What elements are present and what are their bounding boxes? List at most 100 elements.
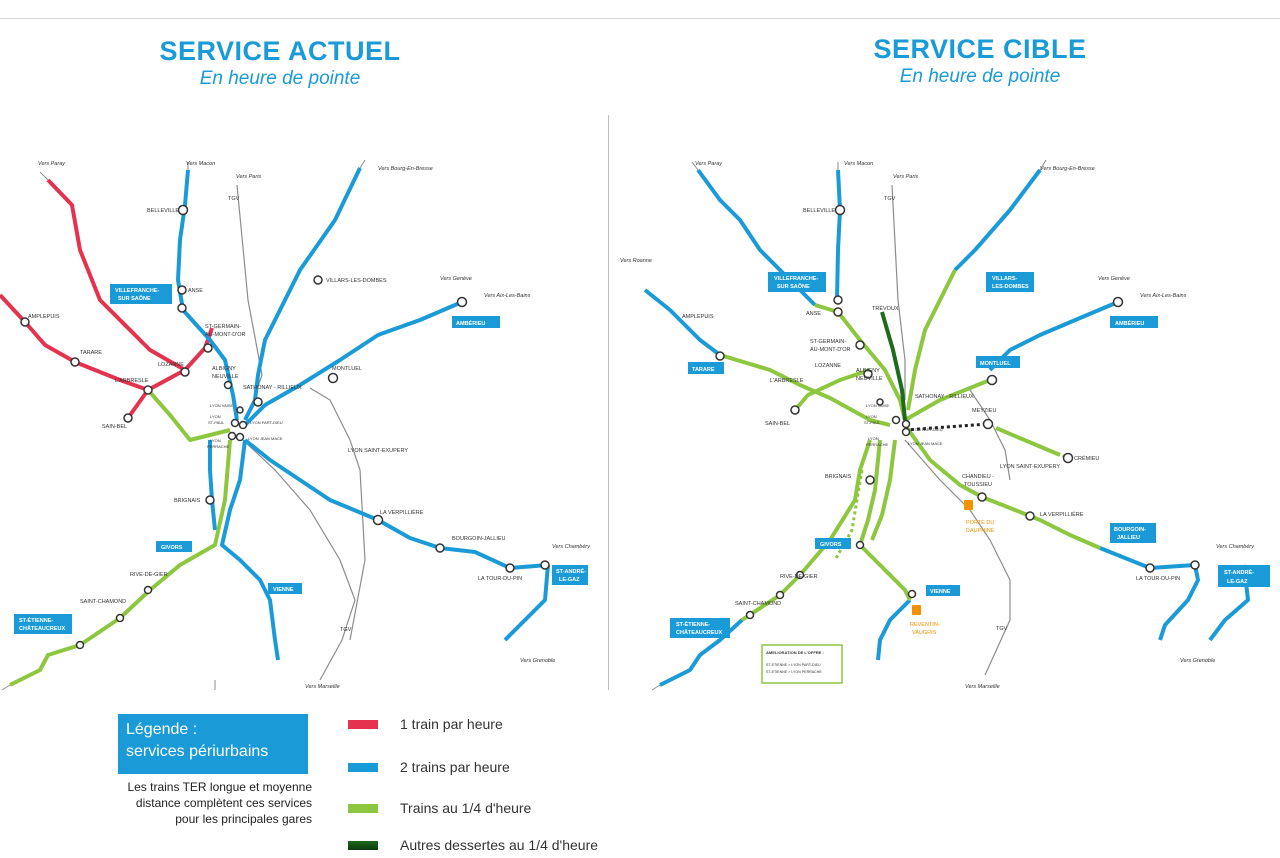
station-boxes	[670, 272, 1270, 638]
station-circles	[20, 204, 550, 650]
dark-green-line	[880, 311, 907, 421]
label-lyon-st-paul-1: LYON	[866, 414, 877, 419]
legend-swatch-blue	[348, 762, 378, 772]
label-saint-exupery: LYON SAINT-EXUPERY	[1000, 464, 1060, 470]
label-lyon-jean-mace: LYON JEAN MACE	[248, 436, 283, 441]
label-bourgoin-2: JALLIEU	[1117, 535, 1140, 541]
label-vers-roanne: Vers Roanne	[620, 258, 652, 264]
label-anse: ANSE	[188, 288, 203, 294]
label-tarare: TARARE	[80, 350, 102, 356]
label-vers-bourg: Vers Bourg-En-Bresse	[378, 166, 433, 172]
label-vers-geneve: Vers Genève	[440, 276, 472, 282]
label-st-andre-1: ST-ANDRÉ-	[556, 567, 586, 575]
label-vers-geneve: Vers Genève	[1098, 276, 1130, 282]
label-givors: GIVORS	[161, 545, 183, 551]
label-vers-chambery: Vers Chambéry	[1216, 544, 1255, 550]
label-albigny-1: ALBIGNY	[856, 368, 880, 374]
label-vers-paris: Vers Paris	[236, 174, 261, 180]
label-lyon-jean-mace: LYON JEAN MACE	[908, 441, 943, 446]
label-rive-de-gier: RIVE-DE-GIER	[130, 572, 168, 578]
label-rive-de-gier: RIVE-DE-GIER	[780, 574, 818, 580]
label-st-andre-2: LE-GAZ	[559, 577, 580, 583]
label-brignais: BRIGNAIS	[174, 498, 201, 504]
label-vers-aix: Vers Aix-Les-Bains	[1140, 293, 1187, 299]
label-sathonay: SATHONAY - RILLIEUX	[915, 394, 974, 400]
label-villefranche-2: SUR SAÔNE	[777, 282, 810, 290]
label-tgv-bottom: TGV	[996, 626, 1008, 632]
label-lyon-vaise: LYON VAISE	[210, 403, 234, 408]
label-reventin-1: REVENTIN-	[910, 622, 940, 628]
orange-icons	[912, 500, 973, 615]
label-villefranche-2: SUR SAÔNE	[118, 294, 151, 302]
label-cremieu: CRÉMIEU	[1074, 455, 1099, 462]
label-vers-paris: Vers Paris	[893, 174, 918, 180]
label-vers-paray: Vers Paray	[38, 161, 66, 167]
label-porte-2: DAUPHINÉ	[966, 527, 995, 534]
label-amberieu: AMBÉRIEU	[456, 319, 485, 327]
label-villars-1: VILLARS-	[992, 276, 1018, 282]
label-st-etienne-1: ST-ÉTIENNE-	[19, 616, 53, 624]
label-villars-2: LES-DOMBES	[992, 284, 1029, 290]
label-brignais: BRIGNAIS	[825, 474, 852, 480]
legend-item-blue: 2 trains par heure	[348, 757, 510, 777]
legend-note: Les trains TER longue et moyenne distanc…	[127, 780, 312, 826]
legend-title-box: Légende : services périurbains	[118, 714, 308, 774]
label-vienne: VIENNE	[273, 587, 294, 593]
amelioration-box	[761, 644, 843, 684]
label-porte-1: PORTE DU	[966, 520, 994, 526]
panel-divider	[608, 115, 609, 690]
legend-label-green: Trains au 1/4 d'heure	[400, 800, 532, 816]
label-belleville: BELLEVILLE	[803, 208, 835, 214]
legend-item-red: 1 train par heure	[348, 714, 503, 734]
label-lyon-vaise: LYON VAISE	[866, 403, 890, 408]
right-panel-title: SERVICE CIBLE	[873, 34, 1087, 64]
label-vers-aix: Vers Aix-Les-Bains	[484, 293, 531, 299]
station-circles	[715, 204, 1200, 620]
label-belleville: BELLEVILLE	[147, 208, 179, 214]
label-chandieu-1: CHANDIEU -	[962, 474, 994, 480]
label-saint-chamond: SAINT-CHAMOND	[80, 599, 126, 605]
label-sain-bel: SAIN-BEL	[102, 424, 127, 430]
label-lyon-part-dieu: LYON PART-DIEU	[910, 427, 943, 432]
label-st-andre-2: LE-GAZ	[1227, 579, 1248, 585]
left-panel-subtitle: En heure de pointe	[199, 68, 361, 89]
legend-label-dark-green: Autres dessertes au 1/4 d'heure	[400, 837, 599, 853]
legend-title-line2: services périurbains	[126, 743, 269, 760]
label-amelioration-title: AMELIORATION DE L'OFFRE :	[766, 650, 824, 655]
green-dashed	[833, 426, 1069, 561]
label-la-tour-du-pin: LA TOUR-DU-PIN	[478, 576, 522, 582]
label-villefranche-1: VILLEFRANCHE-	[115, 288, 159, 294]
label-lyon-st-paul-2: ST-PAUL	[208, 420, 225, 425]
label-lozanne: LOZANNE	[815, 363, 841, 369]
label-tgv-top: TGV	[228, 196, 240, 202]
label-tarare: TARARE	[692, 367, 715, 373]
label-givors: GIVORS	[820, 542, 842, 548]
label-vers-marseille: Vers Marseille	[965, 684, 1000, 690]
label-lyon-perrache-1: LYON	[210, 438, 221, 443]
target-service-map: Vers Paray Vers Macon Vers Paris Vers Bo…	[620, 159, 1270, 691]
label-vers-marseille: Vers Marseille	[305, 684, 340, 690]
label-st-etienne-2: CHÂTEAUCREUX	[19, 625, 65, 632]
label-tgv-top: TGV	[884, 196, 896, 202]
label-albigny-2: NEUVILLE	[212, 374, 239, 380]
legend-item-green: Trains au 1/4 d'heure	[348, 798, 531, 818]
legend-title-line1: Légende :	[126, 721, 198, 738]
label-vers-paray: Vers Paray	[695, 161, 723, 167]
label-vienne: VIENNE	[930, 589, 951, 595]
label-lyon-perrache-2: PERRACHE	[866, 442, 889, 447]
label-st-germain-1: ST-GERMAIN-	[810, 339, 846, 345]
label-st-etienne-2: CHÂTEAUCREUX	[676, 629, 722, 636]
label-montluel: MONTLUEL	[980, 361, 1011, 367]
label-sathonay: SATHONAY - RILLIEUX	[243, 385, 302, 391]
grey-lines	[891, 184, 1011, 676]
legend-swatch-dark-green	[348, 840, 378, 850]
label-trevoux: TRÉVOUX	[872, 305, 899, 312]
label-arbresle: L'ARBRESLE	[770, 378, 804, 384]
label-reventin-2: VAUGRIS	[912, 630, 937, 636]
label-saint-chamond: SAINT-CHAMOND	[735, 601, 781, 607]
label-villars: VILLARS-LES-DOMBES	[326, 278, 387, 284]
top-rule	[0, 18, 1280, 19]
label-vers-grenoble: Vers Grenoble	[520, 658, 555, 664]
label-vers-grenoble: Vers Grenoble	[1180, 658, 1215, 664]
label-arbresle: L'ARBRESLE	[115, 378, 149, 384]
